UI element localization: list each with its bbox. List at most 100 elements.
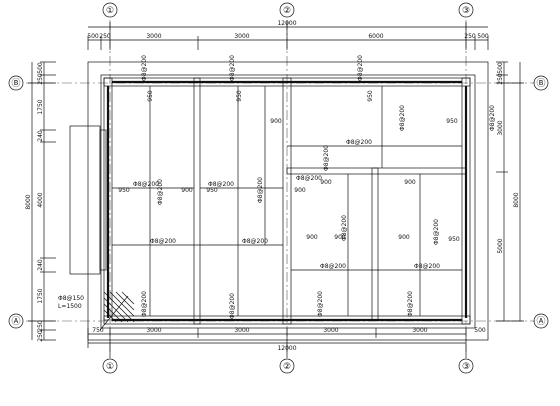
bubble-b-right-label: Ⓑ bbox=[536, 78, 545, 89]
right-total: 8000 bbox=[513, 192, 520, 207]
left-seg-500: 500 bbox=[37, 62, 44, 74]
label-v-12: Φ8@200 bbox=[229, 293, 236, 319]
bubble-a-left bbox=[8, 313, 24, 329]
rebar-labels-vertical: Φ8@200 Φ8@200 Φ8@200 Φ8@200 Φ8@200 Φ8@20… bbox=[141, 55, 496, 319]
len-950-g: 950 bbox=[448, 236, 460, 243]
bubble-a-right-label: Ⓐ bbox=[536, 316, 545, 327]
right-dimensions: 500 250 3000 5000 8000 bbox=[496, 61, 524, 322]
top-seg-250a: 250 bbox=[99, 33, 111, 40]
slab-inner-edge bbox=[100, 74, 476, 329]
label-v-9: Φ8@200 bbox=[341, 215, 348, 241]
beam-lower-right bbox=[371, 167, 379, 321]
bottom-seg-3000d: 3000 bbox=[412, 327, 427, 334]
top-seg-6000: 6000 bbox=[368, 33, 383, 40]
len-900-d: 900 bbox=[320, 179, 332, 186]
rebar-labels-horizontal: Φ8@200 Φ8@200 Φ8@200 Φ8@200 Φ8@200 Φ8@20… bbox=[133, 139, 440, 270]
bubble-1-bottom-label: ① bbox=[106, 362, 114, 372]
reinforcement-bars bbox=[106, 80, 468, 322]
label-v-10: Φ8@200 bbox=[433, 219, 440, 245]
label-v-14: Φ8@200 bbox=[407, 291, 414, 317]
grid-lines bbox=[26, 20, 535, 352]
bubble-1-top-label: ① bbox=[106, 6, 114, 16]
bubble-3-top bbox=[458, 2, 474, 18]
bubble-b-left bbox=[8, 75, 24, 91]
left-dimensions: 500 250 1750 240 4000 240 1750 250 250 8… bbox=[25, 61, 56, 342]
right-seg-250: 250 bbox=[497, 73, 504, 85]
left-seg-1750a: 1750 bbox=[37, 99, 44, 114]
bubble-2-bottom bbox=[279, 358, 295, 374]
hatch-diagonal bbox=[99, 295, 129, 331]
label-slab-2: Φ8@200 bbox=[208, 181, 234, 188]
len-900-g: 900 bbox=[334, 234, 346, 241]
grid-bubbles: ① ② ③ ① ② ③ Ⓑ Ⓐ Ⓑ Ⓐ bbox=[8, 2, 549, 374]
label-v-6: Φ8@200 bbox=[323, 145, 330, 171]
label-slab-1: Φ8@200 bbox=[133, 181, 159, 188]
label-v-7: Φ8@200 bbox=[157, 179, 164, 205]
len-950-a: 950 bbox=[147, 90, 154, 102]
top-seg-500b: 500 bbox=[477, 33, 489, 40]
len-900-a: 900 bbox=[270, 118, 282, 125]
bottom-seg-3000b: 3000 bbox=[234, 327, 249, 334]
opening-frame bbox=[99, 129, 107, 271]
bubble-2-top bbox=[279, 2, 295, 18]
label-v-3: Φ8@200 bbox=[357, 55, 364, 81]
bottom-dimensions: 750 3000 3000 3000 3000 500 12000 bbox=[87, 327, 486, 358]
bubble-2-bottom-label: ② bbox=[283, 362, 291, 372]
left-total: 8000 bbox=[25, 194, 32, 209]
bubble-3-bottom-label: ③ bbox=[462, 362, 470, 372]
slab-edge bbox=[87, 61, 489, 341]
beam-mid-right bbox=[286, 167, 467, 175]
len-900-e: 900 bbox=[404, 179, 416, 186]
label-v-11: Φ8@200 bbox=[141, 291, 148, 317]
right-seg-3000: 3000 bbox=[497, 120, 504, 135]
left-seg-250b: 250 bbox=[37, 320, 44, 332]
bubble-3-bottom bbox=[458, 358, 474, 374]
bubble-b-right bbox=[533, 75, 549, 91]
bottom-seg-500: 500 bbox=[474, 327, 486, 334]
opening-box bbox=[69, 125, 101, 275]
label-slab-3: Φ8@200 bbox=[150, 238, 176, 245]
len-900-h: 900 bbox=[398, 234, 410, 241]
len-950-d: 950 bbox=[446, 118, 458, 125]
len-900-c: 900 bbox=[294, 187, 306, 194]
bubble-3-top-label: ③ bbox=[462, 6, 470, 16]
label-v-8: Φ8@200 bbox=[257, 177, 264, 203]
label-v-2: Φ8@200 bbox=[229, 55, 236, 81]
label-slab-8: Φ8@200 bbox=[296, 175, 322, 182]
label-slab-5: Φ8@200 bbox=[346, 139, 372, 146]
left-seg-250a: 250 bbox=[37, 73, 44, 85]
corner-hatch: Φ8@150 L=1500 bbox=[58, 291, 135, 331]
left-seg-1750b: 1750 bbox=[37, 288, 44, 303]
bottom-total: 12000 bbox=[277, 345, 296, 352]
top-seg-3000b: 3000 bbox=[234, 33, 249, 40]
corner-note-2: L=1500 bbox=[58, 303, 82, 310]
bottom-seg-3000c: 3000 bbox=[323, 327, 338, 334]
bubble-a-right bbox=[533, 313, 549, 329]
top-dimensions: 12000 500 250 3000 3000 6000 250 500 bbox=[87, 20, 489, 50]
bubble-1-bottom bbox=[102, 358, 118, 374]
left-opening-detail bbox=[69, 125, 107, 275]
top-seg-500a: 500 bbox=[87, 33, 99, 40]
bar-length-labels: 950 950 950 950 950 950 950 900 900 900 … bbox=[118, 90, 460, 243]
bottom-seg-3000a: 3000 bbox=[146, 327, 161, 334]
bubble-2-top-label: ② bbox=[283, 6, 291, 16]
top-seg-250b: 250 bbox=[464, 33, 476, 40]
label-v-13: Φ8@200 bbox=[317, 291, 324, 317]
top-seg-3000a: 3000 bbox=[146, 33, 161, 40]
left-seg-4000: 4000 bbox=[37, 192, 44, 207]
len-950-e: 950 bbox=[118, 187, 130, 194]
label-v-5: Φ8@200 bbox=[489, 105, 496, 131]
beam-axis-2 bbox=[282, 77, 292, 325]
right-seg-5000: 5000 bbox=[497, 238, 504, 253]
len-950-b: 950 bbox=[236, 90, 243, 102]
wall-axis-3 bbox=[461, 77, 471, 325]
right-seg-500: 500 bbox=[497, 62, 504, 74]
label-slab-4: Φ8@200 bbox=[242, 238, 268, 245]
corner-note-1: Φ8@150 bbox=[58, 295, 84, 302]
beam-mid-left bbox=[193, 77, 201, 325]
len-900-f: 900 bbox=[306, 234, 318, 241]
label-slab-7: Φ8@200 bbox=[414, 263, 440, 270]
len-950-c: 950 bbox=[367, 90, 374, 102]
len-900-b: 900 bbox=[181, 187, 193, 194]
